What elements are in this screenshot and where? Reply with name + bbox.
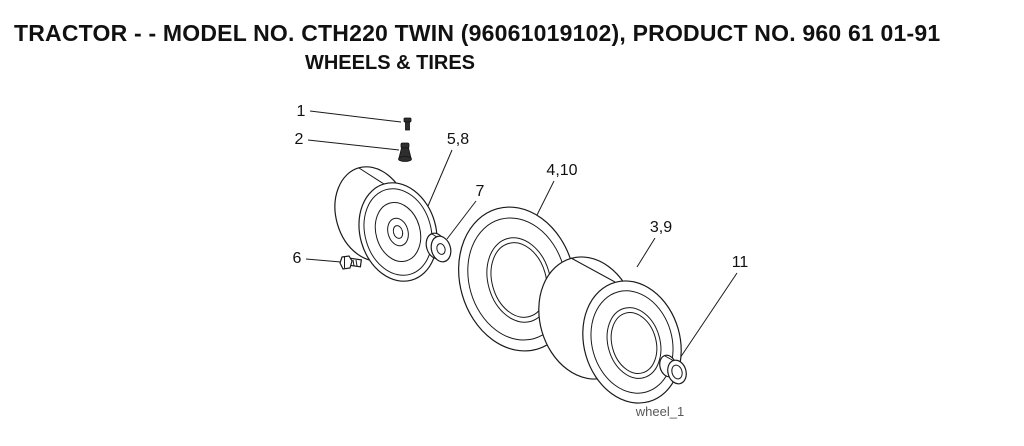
outer-tire-part [538,256,682,404]
callout-label-4-10: 4,10 [546,162,577,179]
callout-label-2: 2 [295,131,304,148]
leader-line-3-9 [636,237,656,268]
washer-part [425,232,452,263]
leader-line-5-8 [427,149,453,207]
bolt-part [339,255,363,270]
valve-stem-part [403,117,412,131]
callout-labels: 1 2 5,8 7 4,10 3,9 6 11 [293,103,749,271]
wheel-rim-part [334,166,438,282]
callout-label-5-8: 5,8 [447,131,469,148]
leader-line-1 [309,110,402,123]
callout-label-3-9: 3,9 [650,219,672,236]
leader-line-11 [677,272,738,362]
callout-label-7: 7 [476,183,485,200]
callout-label-6: 6 [293,250,302,267]
callout-label-11: 11 [732,254,749,271]
leader-line-6 [305,258,342,263]
hubcap-part [659,354,687,385]
valve-cap-part [398,142,412,162]
leader-line-7 [446,200,477,240]
page-title: TRACTOR - - MODEL NO. CTH220 TWIN (96061… [14,20,941,46]
section-subtitle: WHEELS & TIRES [304,52,475,74]
leader-line-2 [307,139,400,151]
leader-line-4-10 [536,180,555,216]
callout-label-1: 1 [297,103,306,120]
leader-lines [305,110,738,362]
diagram-caption: wheel_1 [635,404,685,419]
